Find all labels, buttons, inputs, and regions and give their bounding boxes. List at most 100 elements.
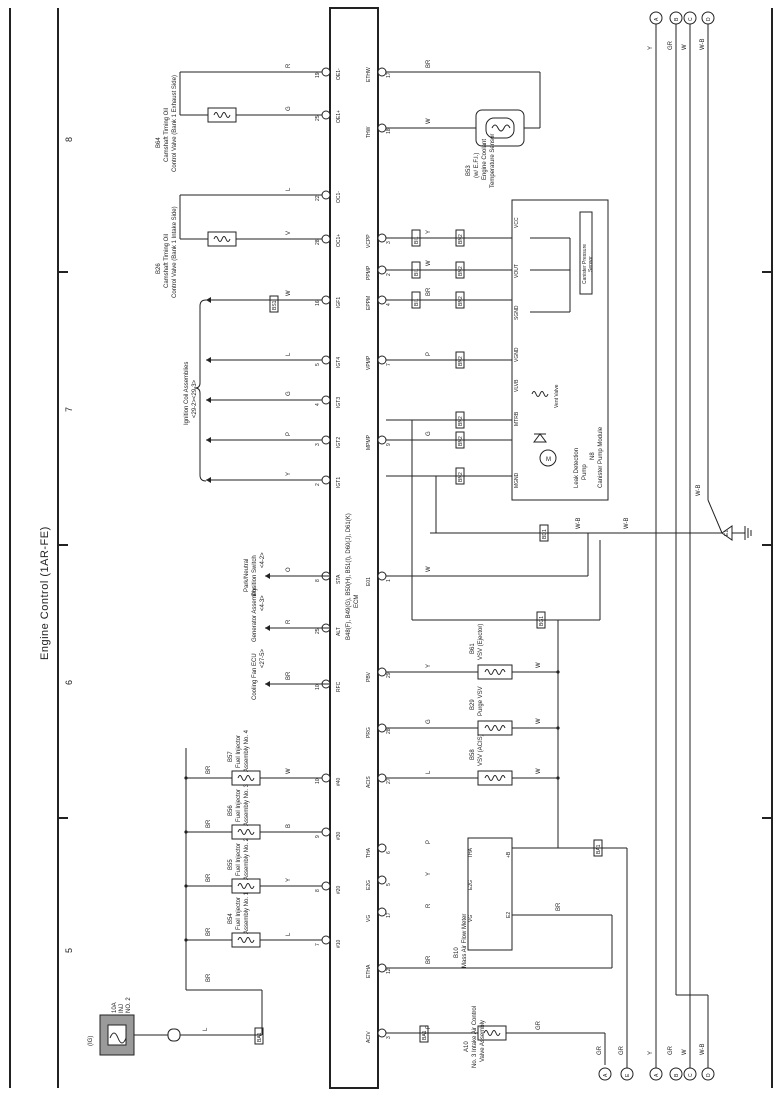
ecm-pin-num: 18 bbox=[386, 128, 392, 134]
maf-name: Mass Air Flow Meter bbox=[462, 914, 468, 968]
ecm-pin-num: 8 bbox=[315, 889, 321, 892]
ecm-pin-name: OC1+ bbox=[336, 234, 342, 247]
vsv-ejector-coil bbox=[477, 664, 513, 680]
bus-color: W-B bbox=[700, 1043, 706, 1055]
canister-sensor-a: Canister Pressure bbox=[582, 244, 588, 284]
ecm-pin-name: ACIV bbox=[366, 1031, 372, 1043]
injector-name-a: Fuel Injector bbox=[236, 843, 242, 876]
bn2-connector bbox=[455, 261, 465, 279]
ecm-pin-wire-color: R bbox=[286, 63, 292, 68]
bus-color: GR bbox=[597, 1045, 603, 1055]
ecm-pin-name: PBV bbox=[366, 671, 372, 682]
injector-name-b: Assembly No. 1 bbox=[244, 891, 250, 934]
ecm-pin-right bbox=[377, 355, 387, 365]
ecm-pin-name: ACIS bbox=[366, 776, 372, 788]
ecm-pin-num: 8 bbox=[315, 579, 321, 582]
section-6: 6 bbox=[64, 680, 74, 685]
ecm-pin-name: EPPM bbox=[366, 296, 372, 310]
canister-diode bbox=[533, 433, 547, 443]
ecm-pin-right bbox=[377, 843, 387, 853]
fuse-wire-color: L bbox=[203, 1027, 209, 1031]
ecm-pin-name: PPMP bbox=[366, 265, 372, 280]
canister-pin-vcc: VCC bbox=[514, 217, 520, 228]
ecm-pin-wire-color: P bbox=[426, 352, 432, 356]
thermistor-wave bbox=[491, 124, 511, 132]
bn2-label: BN2 bbox=[458, 234, 464, 244]
vsv-acis-coil bbox=[477, 770, 513, 786]
cooling-fan-label: Cooling Fan ECU bbox=[252, 653, 258, 700]
ecm-pin-right bbox=[377, 123, 387, 133]
bus-color: W bbox=[682, 1049, 688, 1055]
canister-body bbox=[511, 199, 609, 501]
bn2-connector bbox=[455, 467, 465, 485]
bus-letter-bottom: E bbox=[625, 1073, 631, 1077]
ecm-pin-right bbox=[377, 1028, 387, 1038]
maf-e2-color: BR bbox=[556, 902, 562, 911]
coil-icon bbox=[213, 236, 231, 242]
vsv-acis-w-color: W bbox=[536, 768, 542, 774]
park-neutral-arrow bbox=[265, 573, 270, 579]
canister-pin-mtrb: MTRB bbox=[514, 411, 520, 426]
ecm-pin-name: MPMP bbox=[366, 434, 372, 450]
fuse-connector bbox=[167, 1028, 181, 1042]
bn2-connector bbox=[455, 229, 465, 247]
coil-icon bbox=[237, 775, 255, 781]
bus-terminal-bottom-B bbox=[669, 1067, 683, 1081]
ecm-pin-num: 25 bbox=[315, 628, 321, 634]
park-neutral-label-a: Park/Neutral bbox=[244, 559, 250, 592]
ecm-pin-right bbox=[377, 875, 387, 885]
section-ticks bbox=[58, 271, 772, 819]
cam-intake-name-a: Camshaft Timing Oil bbox=[164, 234, 170, 288]
ecm-pin-name: RFC bbox=[336, 681, 342, 692]
canister-sensor-b: Sensor bbox=[588, 256, 594, 272]
ecm-pin-num: 19 bbox=[315, 72, 321, 78]
injector-feed-color: BR bbox=[206, 819, 212, 828]
maf-body bbox=[467, 837, 513, 951]
ecm-pin-right bbox=[377, 723, 387, 733]
wb-color-b: W-B bbox=[624, 517, 630, 529]
ecm-pin-left bbox=[321, 190, 331, 200]
maf-ba1-label: BA1 bbox=[596, 844, 602, 854]
canister-code: N8 bbox=[590, 452, 596, 460]
generator-ref: <4-3> bbox=[260, 595, 266, 611]
canister-name: Canister Pump Module bbox=[598, 426, 604, 488]
coil-icon bbox=[237, 937, 255, 943]
splice-dot bbox=[184, 776, 188, 780]
park-neutral-label-b: Position Switch bbox=[252, 555, 258, 596]
canister-pin-mgnd: MGND bbox=[514, 472, 520, 488]
ecm-pin-name: VG bbox=[366, 915, 372, 922]
coil-icon bbox=[484, 669, 506, 675]
bus-letter-top: C bbox=[688, 17, 694, 21]
bd1-connector bbox=[539, 524, 549, 542]
injector-code: B56 bbox=[228, 805, 234, 816]
ecm-pin-num: 17 bbox=[386, 72, 392, 78]
injector-feed-color: BR bbox=[206, 765, 212, 774]
maf-pin-vg: VG bbox=[468, 915, 474, 922]
bus-color-top: GR bbox=[668, 40, 674, 50]
ecm-pin-wire-color: Y bbox=[286, 472, 292, 476]
ecm-pin-right bbox=[377, 295, 387, 305]
injector-code: B55 bbox=[228, 859, 234, 870]
bs1-label: BS1 bbox=[272, 300, 278, 310]
cam-intake-code: B26 bbox=[156, 263, 162, 274]
injector-feed-color: BR bbox=[206, 927, 212, 936]
injector-name-a: Fuel Injector bbox=[236, 789, 242, 822]
ecm-pin-wire-color: Y bbox=[286, 878, 292, 882]
cam-exhaust-code: B64 bbox=[156, 137, 162, 148]
ecm-pin-wire-color: BR bbox=[426, 287, 432, 296]
canister-pin-vlvb: VLVB bbox=[514, 379, 520, 392]
bus-color-top: W bbox=[682, 44, 688, 50]
ground-bus-link bbox=[707, 499, 723, 534]
maf-pin-e2g: E2G bbox=[468, 880, 474, 890]
bus-color: GR bbox=[668, 1045, 674, 1055]
bus-letter-top: B bbox=[674, 17, 680, 21]
ecm-pin-left bbox=[321, 773, 331, 783]
bus-terminal-bottom-A2 bbox=[598, 1067, 612, 1081]
ecm-pin-name: #10 bbox=[336, 939, 342, 948]
ecm-pin-wire-color: W bbox=[426, 118, 432, 124]
ground-code: E1 bbox=[724, 530, 730, 536]
thermistor-icon bbox=[485, 117, 515, 139]
bn2-connector bbox=[455, 431, 465, 449]
